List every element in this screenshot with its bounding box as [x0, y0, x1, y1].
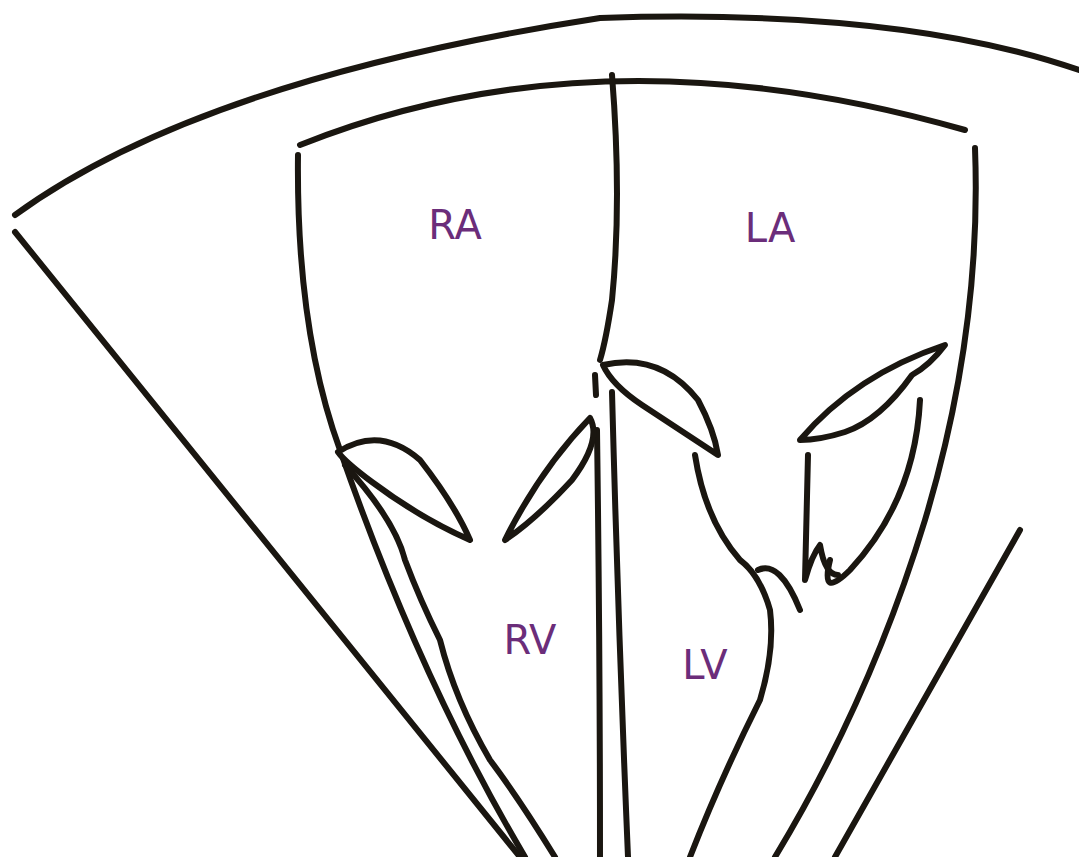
- chamber-label: LA: [745, 208, 796, 248]
- chamber-label: LV: [682, 645, 727, 685]
- tricuspid-leaflet: [338, 440, 470, 540]
- septum-mark: [595, 375, 596, 395]
- ventricular-septum: [612, 392, 628, 857]
- atrial-roof: [300, 81, 965, 145]
- chamber-label: RV: [504, 620, 557, 660]
- tricuspid-leaflet: [505, 418, 593, 540]
- sector-arc: [15, 17, 1079, 215]
- chamber-label: RA: [428, 205, 482, 245]
- atrial-septum: [600, 75, 617, 360]
- papillary-muscle: [758, 568, 800, 610]
- mitral-leaflet: [603, 362, 718, 455]
- sector-edge: [15, 232, 520, 857]
- ventricular-septum: [597, 430, 600, 857]
- left-wall: [775, 148, 976, 857]
- papillary-muscle: [805, 455, 838, 580]
- mitral-leaflet: [800, 345, 945, 440]
- right-wall: [298, 155, 525, 857]
